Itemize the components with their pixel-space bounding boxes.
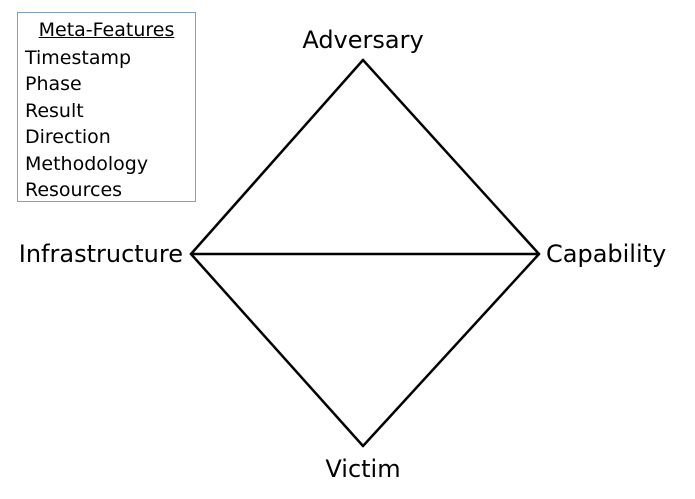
edge-capability-victim	[361, 252, 541, 448]
meta-feature-item: Phase	[25, 73, 82, 96]
meta-features-list: Timestamp Phase Result Direction Methodo…	[25, 45, 148, 203]
node-label-capability: Capability	[546, 240, 667, 268]
meta-features-title: Meta-Features	[38, 19, 175, 41]
node-label-victim: Victim	[325, 455, 401, 483]
meta-features-box: Meta-Features Timestamp Phase Result Dir…	[17, 12, 196, 202]
node-label-adversary: Adversary	[302, 26, 424, 54]
meta-feature-item: Direction	[25, 126, 111, 149]
meta-feature-item: Resources	[25, 179, 123, 202]
edge-victim-infrastructure	[189, 252, 365, 448]
edge-infrastructure-adversary	[189, 58, 365, 256]
meta-feature-item: Result	[25, 99, 84, 122]
edge-adversary-capability	[361, 58, 541, 256]
meta-feature-item: Timestamp	[25, 47, 132, 69]
meta-feature-item: Methodology	[25, 152, 149, 175]
node-label-infrastructure: Infrastructure	[18, 240, 183, 268]
